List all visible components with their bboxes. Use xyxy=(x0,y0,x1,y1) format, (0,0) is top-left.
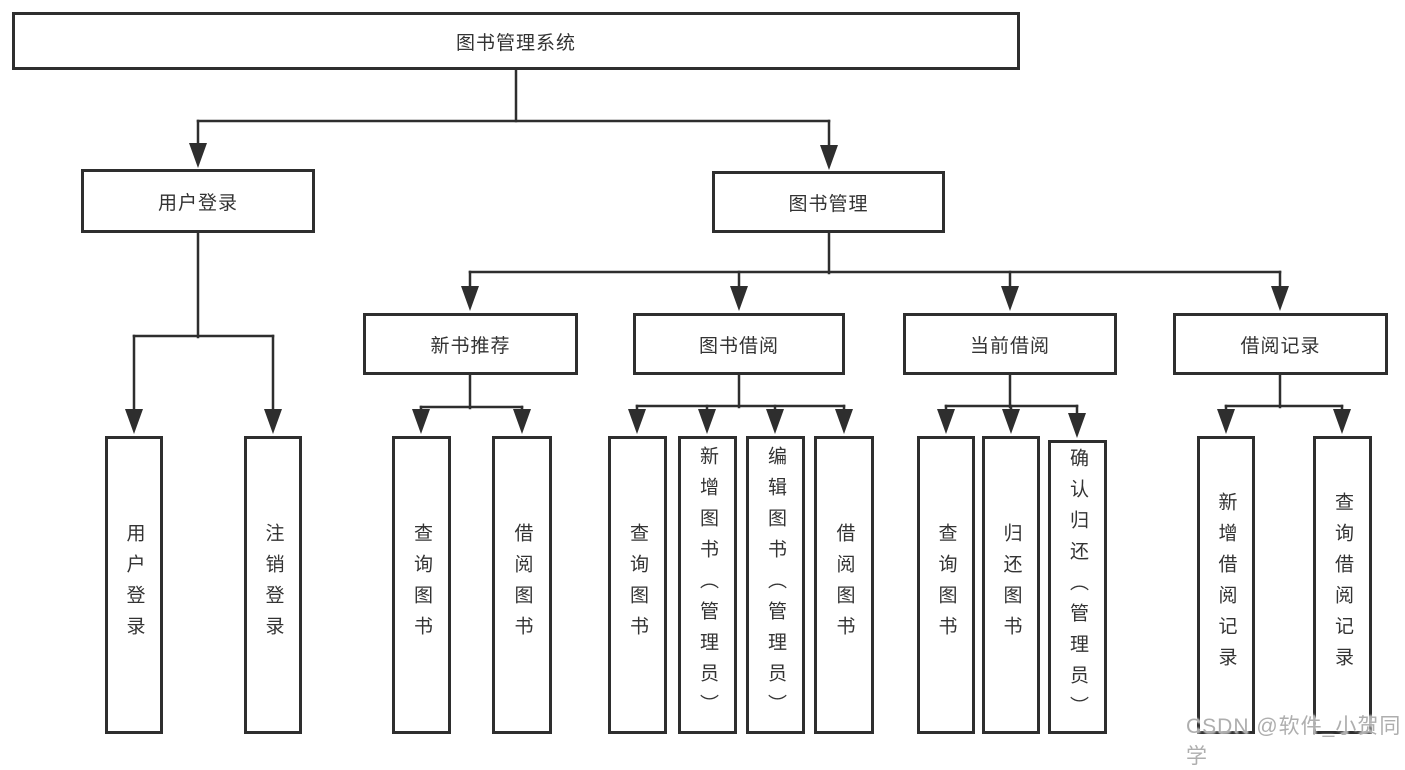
node-label: 确认归还（管理员） xyxy=(1067,447,1088,727)
leaf-edit-books-admin: 编辑图书（管理员） xyxy=(746,436,805,734)
node-library-system: 图书管理系统 xyxy=(12,12,1020,70)
arrow-down-icon xyxy=(820,145,838,170)
arrow-down-icon xyxy=(766,409,784,434)
arrow-down-icon xyxy=(698,409,716,434)
arrow-down-icon xyxy=(412,409,430,434)
node-book-management: 图书管理 xyxy=(712,171,945,233)
arrow-down-icon xyxy=(730,286,748,311)
node-user-login: 用户登录 xyxy=(81,169,315,233)
leaf-add-borrow-record: 新增借阅记录 xyxy=(1197,436,1255,734)
node-borrowing-records: 借阅记录 xyxy=(1173,313,1388,375)
arrow-down-icon xyxy=(1001,286,1019,311)
node-label: 查询图书 xyxy=(411,523,432,647)
arrow-down-icon xyxy=(1002,409,1020,434)
node-label: 借阅图书 xyxy=(833,523,855,647)
arrow-down-icon xyxy=(189,143,207,168)
node-label: 图书管理 xyxy=(788,193,869,215)
node-label: 注销登录 xyxy=(262,523,284,647)
arrowheads xyxy=(125,143,1351,438)
node-label: 图书借阅 xyxy=(698,335,779,357)
node-label: 借阅记录 xyxy=(1240,335,1321,357)
leaf-return-books: 归还图书 xyxy=(982,436,1040,734)
csdn-watermark: CSDN @软件_小贺同学 xyxy=(1186,715,1402,768)
node-label: 查询图书 xyxy=(627,523,648,647)
leaf-query-borrow-record: 查询借阅记录 xyxy=(1313,436,1372,734)
leaf-borrow-books-recommend: 借阅图书 xyxy=(492,436,552,734)
arrow-down-icon xyxy=(1271,286,1289,311)
node-label: 借阅图书 xyxy=(511,523,533,647)
leaf-borrow-books: 借阅图书 xyxy=(814,436,874,734)
connector-root-to-level2 xyxy=(196,68,831,151)
arrow-down-icon xyxy=(264,409,282,434)
node-book-borrowing: 图书借阅 xyxy=(633,313,845,375)
node-label: 编辑图书（管理员） xyxy=(765,445,786,725)
leaf-query-books-current: 查询图书 xyxy=(917,436,975,734)
node-label: 当前借阅 xyxy=(969,335,1050,357)
connector-new-book-children xyxy=(419,373,524,414)
arrow-down-icon xyxy=(125,409,143,434)
arrow-down-icon xyxy=(1068,413,1086,438)
arrow-down-icon xyxy=(461,286,479,311)
connector-book-borrowing-children xyxy=(635,373,846,414)
node-label: 用户登录 xyxy=(123,523,145,647)
node-label: 新增图书（管理员） xyxy=(697,445,718,725)
arrow-down-icon xyxy=(513,409,531,434)
leaf-add-books-admin: 新增图书（管理员） xyxy=(678,436,737,734)
leaf-confirm-return-admin: 确认归还（管理员） xyxy=(1048,440,1107,734)
leaf-logout: 注销登录 xyxy=(244,436,302,734)
node-label: 新增借阅记录 xyxy=(1215,492,1237,678)
arrow-down-icon xyxy=(835,409,853,434)
connector-user-login-children xyxy=(132,231,275,414)
arrow-down-icon xyxy=(937,409,955,434)
connector-lines xyxy=(125,68,1351,438)
node-new-book-recommend: 新书推荐 xyxy=(363,313,578,375)
arrow-down-icon xyxy=(628,409,646,434)
node-label: 用户登录 xyxy=(157,192,238,214)
node-label: 归还图书 xyxy=(1000,523,1022,647)
node-label: 查询图书 xyxy=(935,523,957,647)
arrow-down-icon xyxy=(1217,409,1235,434)
arrow-down-icon xyxy=(1333,409,1351,434)
node-label: 新书推荐 xyxy=(430,335,511,357)
leaf-user-login: 用户登录 xyxy=(105,436,163,734)
leaf-query-books-recommend: 查询图书 xyxy=(392,436,451,734)
node-label: 查询借阅记录 xyxy=(1332,492,1353,678)
leaf-query-books-borrowing: 查询图书 xyxy=(608,436,667,734)
connector-borrowing-records-children xyxy=(1224,373,1344,414)
org-chart: 图书管理系统 用户登录 图书管理 新书推荐 图书借阅 当前借阅 借阅记录 用户登… xyxy=(12,12,1401,768)
node-label: 图书管理系统 xyxy=(455,32,576,54)
connector-book-management-children xyxy=(468,231,1282,292)
node-current-borrowing: 当前借阅 xyxy=(903,313,1117,375)
